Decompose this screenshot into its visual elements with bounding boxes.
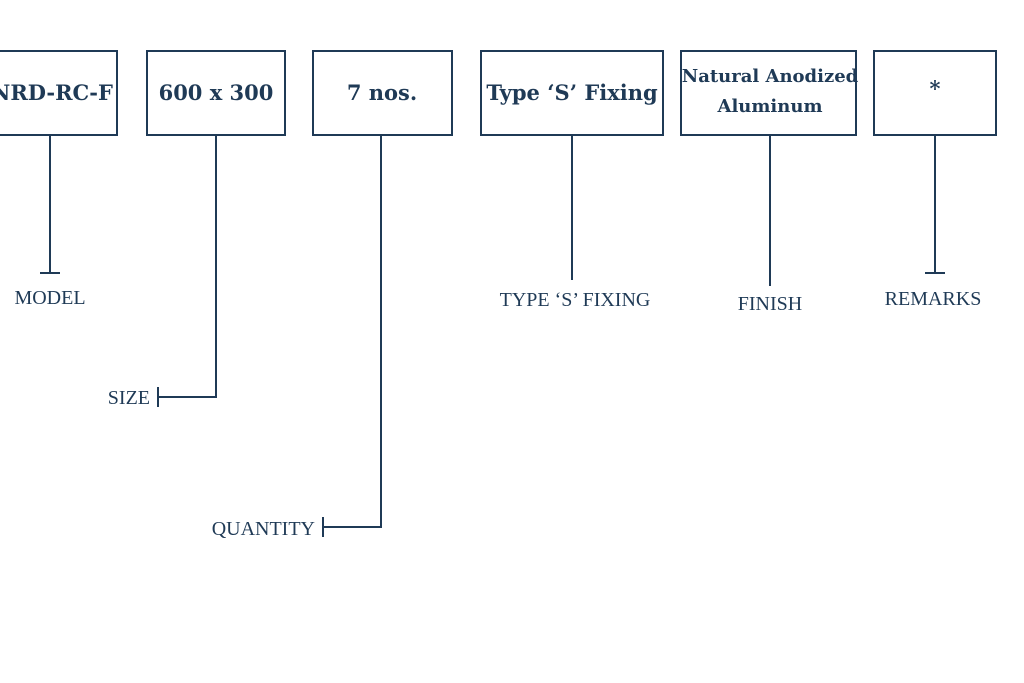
fixing-label: TYPE ‘S’ FIXING	[500, 289, 651, 311]
model-value: NRD-RC-F	[0, 80, 113, 105]
quantity-connector	[323, 135, 382, 528]
size-connector	[158, 135, 217, 398]
finish-box	[680, 50, 857, 136]
finish-value-line-1: Natural Anodized	[682, 66, 859, 87]
remarks-box	[873, 50, 997, 136]
size-label: SIZE	[108, 387, 150, 409]
quantity-group: 7 nos. QUANTITY	[212, 50, 453, 540]
quantity-label: QUANTITY	[212, 518, 315, 540]
finish-group: Natural Anodized Aluminum FINISH	[680, 50, 859, 315]
quantity-box	[312, 50, 453, 136]
model-box	[0, 50, 118, 136]
remarks-value: *	[930, 76, 941, 101]
remarks-group: * REMARKS	[873, 50, 997, 310]
model-label: MODEL	[14, 287, 85, 309]
remarks-label: REMARKS	[885, 288, 982, 310]
finish-label: FINISH	[738, 293, 802, 315]
size-value: 600 x 300	[159, 80, 274, 105]
fixing-box	[480, 50, 664, 136]
model-group: NRD-RC-F MODEL	[0, 50, 118, 309]
quantity-value: 7 nos.	[347, 80, 417, 105]
fixing-value: Type ‘S’ Fixing	[486, 80, 658, 105]
fixing-group: Type ‘S’ Fixing TYPE ‘S’ FIXING	[480, 50, 664, 311]
size-group: 600 x 300 SIZE	[108, 50, 286, 409]
finish-value-line-2: Aluminum	[717, 96, 823, 117]
